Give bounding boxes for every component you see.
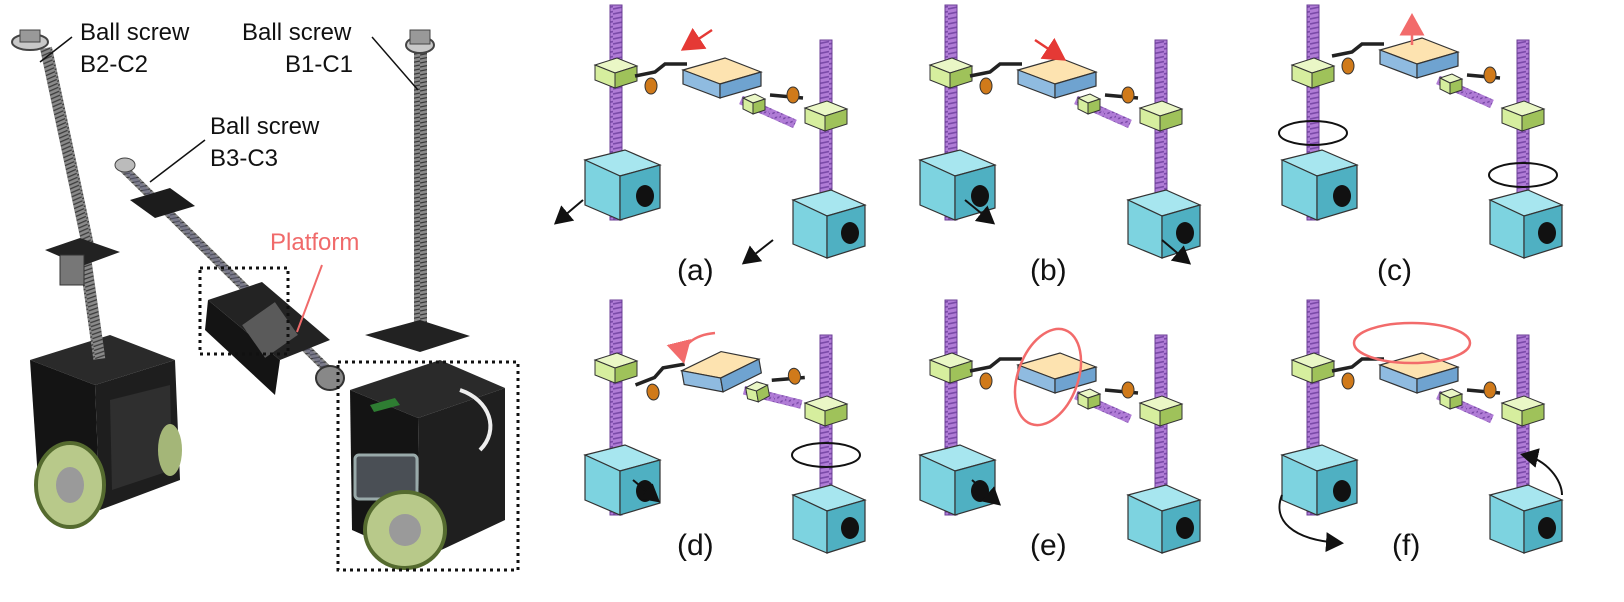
left-tower-b: [919, 4, 996, 221]
label-platform: Platform: [270, 229, 359, 256]
leader-b1c1: [371, 36, 419, 91]
mid-assembly-c: [1332, 38, 1500, 104]
rotate-arrow-c1: [1278, 120, 1348, 146]
left-tower-d: [584, 299, 661, 516]
panel-f: (f): [1278, 299, 1563, 562]
right-tower-c: [1489, 39, 1563, 259]
right-robot-base: [350, 360, 505, 570]
red-arrow-a: [680, 27, 713, 51]
right-tower-a: [792, 39, 866, 259]
caption-f: (f): [1392, 529, 1420, 562]
mid-assembly-a: [635, 58, 803, 124]
panel-e: (e): [919, 299, 1201, 562]
ball-screw-b2c2: [11, 29, 120, 360]
black-curve-arrow-f2: [1520, 448, 1563, 496]
label-b1c1-line2: B1-C1: [285, 51, 353, 78]
mid-assembly-d: [632, 338, 809, 432]
left-tower-c: [1281, 4, 1358, 221]
caption-a: (a): [677, 254, 714, 287]
caption-c: (c): [1377, 254, 1412, 287]
label-b2c2-line1: Ball screw: [80, 19, 190, 46]
robot-photo: Ball screw B2-C2 Ball screw B1-C1 Ball s…: [11, 19, 520, 572]
black-arrow-b1: [964, 199, 996, 225]
caption-d: (d): [677, 529, 714, 562]
left-tower-f: [1281, 299, 1358, 516]
panel-a: (a): [553, 4, 866, 287]
right-tower-e: [1127, 334, 1201, 554]
label-b1c1-line1: Ball screw: [242, 19, 352, 46]
black-arrow-b2: [1161, 239, 1192, 265]
black-arrow-e: [971, 479, 1001, 506]
black-arrow-a2: [741, 239, 774, 265]
left-tower-e: [919, 299, 996, 516]
caption-e: (e): [1030, 529, 1067, 562]
mid-assembly-b: [970, 58, 1138, 124]
red-arrow-pitch-d: [666, 331, 716, 364]
left-tower-a: [584, 4, 661, 221]
rotate-arrow-d: [791, 442, 861, 468]
red-roll-ring-e: [1013, 327, 1083, 427]
panel-b: (b): [919, 4, 1201, 287]
panel-c: (c): [1278, 4, 1563, 287]
ball-screw-b1c1: [365, 29, 470, 352]
left-robot-base: [30, 335, 182, 529]
label-b3c3-line1: Ball screw: [210, 113, 320, 140]
leader-b3c3: [149, 139, 206, 183]
black-arrow-d: [632, 479, 661, 503]
right-tower-f: [1489, 334, 1563, 554]
red-yaw-ring-f: [1352, 321, 1472, 365]
right-tower-b: [1127, 39, 1201, 259]
caption-b: (b): [1030, 254, 1067, 287]
base-highlight-box: [336, 360, 520, 572]
mid-assembly-e: [970, 353, 1138, 419]
rotate-arrow-c2: [1488, 162, 1558, 188]
black-arrow-a1: [553, 199, 584, 225]
leader-platform: [296, 264, 323, 333]
platform-photo: [205, 282, 345, 395]
black-curve-arrow-f1: [1278, 494, 1344, 553]
red-arrow-b: [1034, 37, 1067, 61]
leader-b2c2: [39, 36, 73, 63]
label-b2c2-line2: B2-C2: [80, 51, 148, 78]
label-b3c3-line2: B3-C3: [210, 145, 278, 172]
panel-d: (d): [584, 299, 866, 562]
platform-highlight-box: [198, 266, 290, 356]
